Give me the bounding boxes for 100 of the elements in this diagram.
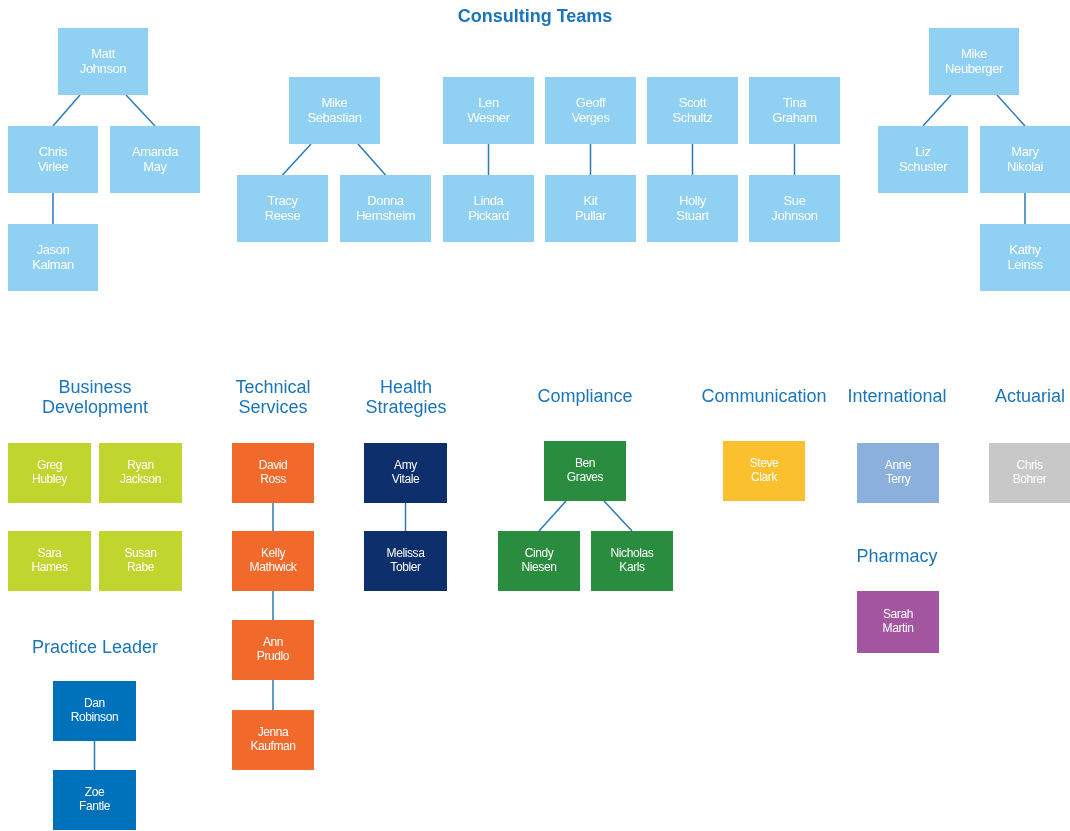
- name-box: [232, 531, 314, 591]
- person-name: Susan Rabe: [124, 547, 157, 575]
- name-box: [237, 175, 328, 242]
- name-box: [443, 77, 534, 144]
- name-box: [8, 443, 91, 503]
- team-heading: Pharmacy: [855, 547, 939, 567]
- name-box: [58, 28, 148, 95]
- name-box: [232, 710, 314, 770]
- person-name: Tracy Reese: [264, 193, 301, 224]
- person-name: Jenna Kaufman: [250, 726, 296, 754]
- name-box: [723, 441, 805, 501]
- person-name: Mary Nikolai: [1006, 144, 1044, 175]
- chart-title: Consulting Teams: [456, 6, 614, 27]
- team-heading: Health Strategies: [364, 378, 448, 418]
- name-box: [289, 77, 380, 144]
- person-name: Donna Hernsheim: [355, 193, 416, 224]
- connector-line: [793, 143, 796, 176]
- team-heading: Practice Leader: [30, 638, 160, 658]
- name-box: [980, 126, 1070, 193]
- person-name: Holly Stuart: [676, 193, 709, 224]
- name-box: [340, 175, 431, 242]
- connector-line: [125, 94, 156, 127]
- person-name: Mike Sebastian: [307, 95, 362, 126]
- name-box: [110, 126, 200, 193]
- connector-line: [272, 590, 274, 621]
- connector-line: [589, 143, 592, 176]
- team-heading: Communication: [700, 387, 828, 407]
- team-heading: Technical Services: [234, 378, 312, 418]
- name-box: [591, 531, 673, 591]
- name-box: [545, 175, 636, 242]
- person-name: Scott Schultz: [672, 95, 713, 126]
- person-name: Zoe Fantle: [79, 786, 110, 814]
- connector-line: [404, 502, 407, 532]
- connector-line: [691, 143, 694, 176]
- person-name: Dan Robinson: [70, 697, 119, 725]
- name-box: [443, 175, 534, 242]
- name-box: [8, 531, 91, 591]
- connector-line: [357, 143, 387, 176]
- person-name: Jason Kalman: [32, 242, 74, 273]
- person-name: Ann Prudlo: [256, 636, 290, 664]
- person-name: Liz Schuster: [898, 144, 948, 175]
- person-name: Len Wesner: [467, 95, 510, 126]
- team-heading: Business Development: [40, 378, 150, 418]
- name-box: [544, 441, 626, 501]
- name-box: [878, 126, 968, 193]
- name-box: [749, 77, 840, 144]
- connector-line: [52, 192, 54, 225]
- person-name: Geoff Verges: [571, 95, 610, 126]
- person-name: Mike Neuberger: [945, 46, 1003, 77]
- name-box: [364, 443, 447, 503]
- name-box: [99, 443, 182, 503]
- person-name: Chris Virlee: [37, 144, 69, 175]
- person-name: Sara Hames: [31, 547, 68, 575]
- connector-line: [93, 740, 96, 771]
- name-box: [53, 770, 136, 830]
- person-name: Melissa Tobler: [386, 547, 425, 575]
- person-name: Linda Pickard: [468, 193, 509, 224]
- person-name: Steve Clark: [749, 457, 779, 485]
- connector-line: [996, 94, 1026, 127]
- person-name: Sue Johnson: [771, 193, 818, 224]
- person-name: Nicholas Karls: [610, 547, 654, 575]
- name-box: [647, 77, 738, 144]
- connector-line: [922, 94, 952, 127]
- person-name: David Ross: [258, 459, 288, 487]
- person-name: Kit Pullar: [575, 193, 606, 224]
- connector-line: [603, 500, 633, 532]
- connector-line: [281, 143, 312, 176]
- connector-line: [52, 94, 81, 127]
- name-box: [857, 591, 939, 653]
- team-heading: Actuarial: [994, 387, 1066, 407]
- name-box: [232, 443, 314, 503]
- connector-line: [1024, 192, 1026, 225]
- person-name: Sarah Martin: [882, 608, 914, 636]
- connector-line: [538, 500, 567, 532]
- person-name: Amy Vitale: [391, 459, 420, 487]
- person-name: Tina Graham: [772, 95, 817, 126]
- connector-line: [487, 143, 490, 176]
- name-box: [857, 443, 939, 503]
- name-box: [53, 681, 136, 741]
- name-box: [545, 77, 636, 144]
- name-box: [647, 175, 738, 242]
- person-name: Matt Johnson: [79, 46, 127, 77]
- person-name: Ben Graves: [566, 457, 604, 485]
- name-box: [929, 28, 1019, 95]
- person-name: Anne Terry: [884, 459, 912, 487]
- person-name: Amanda May: [132, 144, 178, 175]
- name-box: [498, 531, 580, 591]
- connector-line: [272, 502, 274, 532]
- name-box: [364, 531, 447, 591]
- name-box: [989, 443, 1070, 503]
- name-box: [980, 224, 1070, 291]
- name-box: [749, 175, 840, 242]
- name-box: [99, 531, 182, 591]
- person-name: Kelly Mathwick: [249, 547, 297, 575]
- name-box: [8, 224, 98, 291]
- name-box: [8, 126, 98, 193]
- name-box: [232, 620, 314, 680]
- person-name: Greg Hubley: [32, 459, 67, 487]
- team-heading: Compliance: [536, 387, 634, 407]
- connector-line: [272, 679, 274, 711]
